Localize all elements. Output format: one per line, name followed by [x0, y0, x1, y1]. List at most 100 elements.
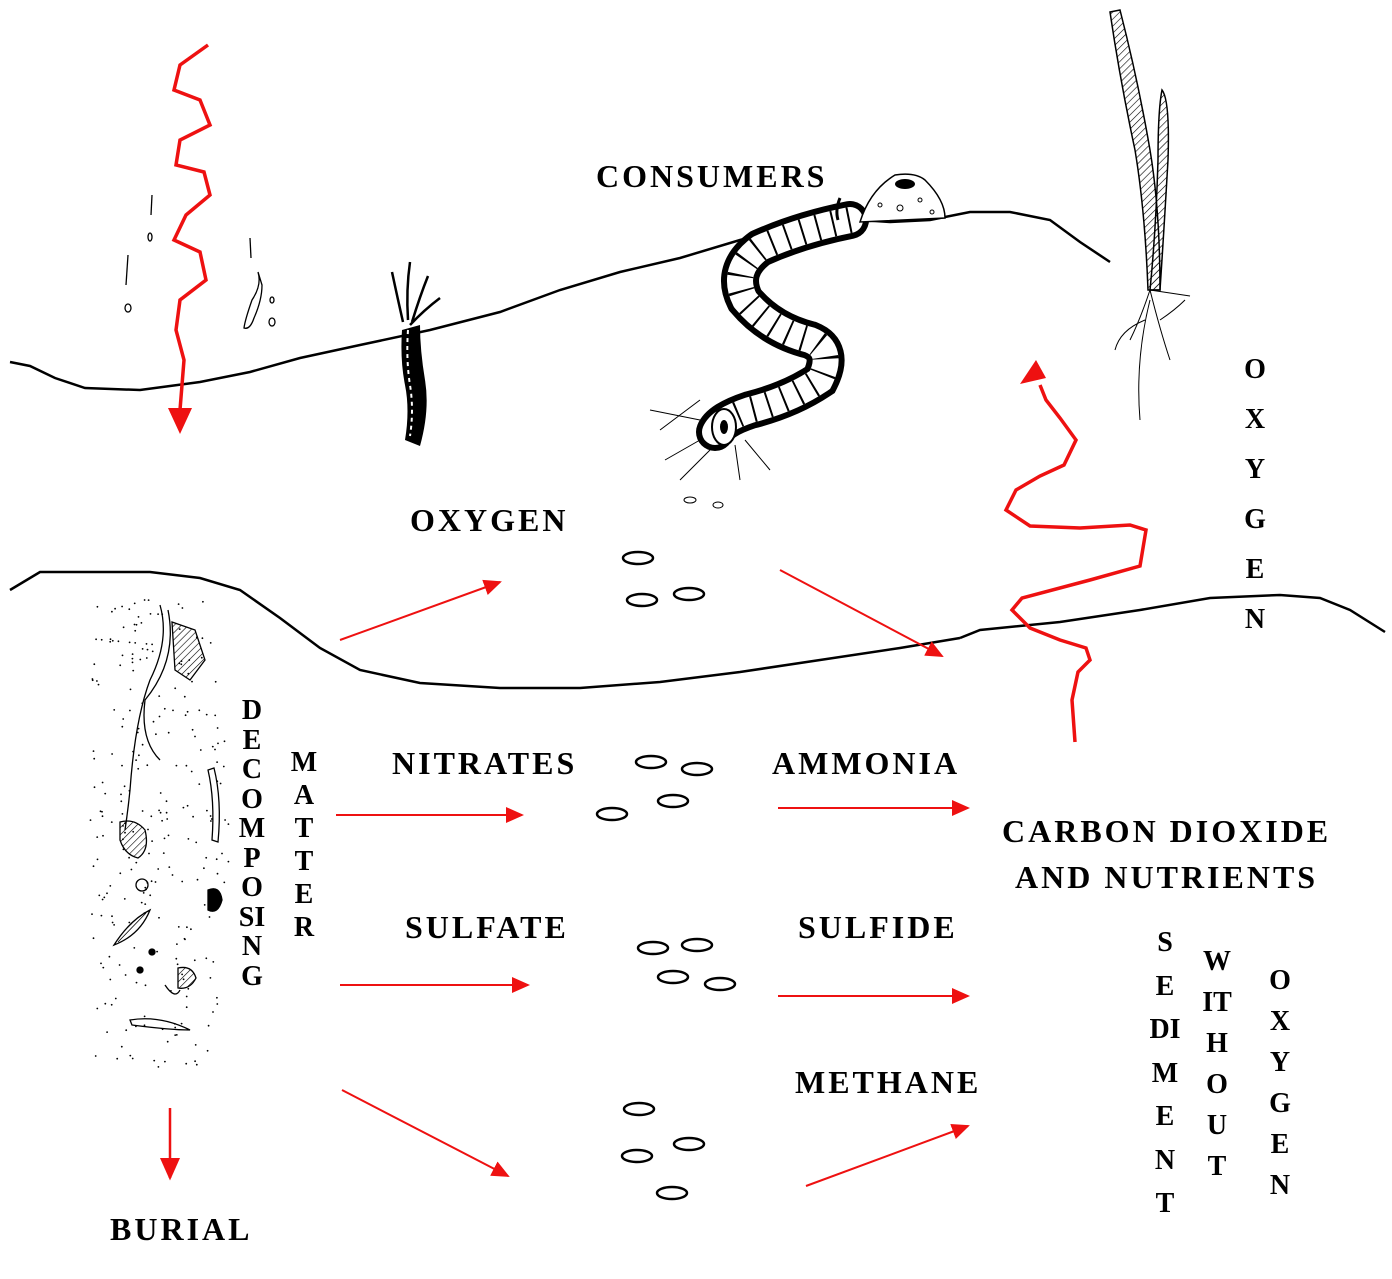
stipple-dot — [144, 903, 146, 905]
stipple-dot — [187, 711, 189, 713]
stipple-dot — [207, 1050, 209, 1052]
stipple-dot — [202, 601, 204, 603]
arrow-oxygen-to-co2 — [780, 570, 942, 656]
stipple-dot — [98, 895, 100, 897]
stipple-dot — [109, 956, 111, 958]
stipple-dot — [195, 1044, 197, 1046]
label-ammonia: AMMONIA — [772, 747, 960, 779]
stipple-dot — [102, 899, 104, 901]
stipple-dot — [143, 892, 145, 894]
stipple-dot — [118, 640, 120, 642]
stipple-dot — [110, 638, 112, 640]
stipple-dot — [103, 897, 105, 899]
stipple-dot — [202, 637, 204, 639]
stipple-dot — [148, 599, 150, 601]
stipple-dot — [164, 838, 166, 840]
stipple-dot — [183, 978, 185, 980]
stipple-dot — [132, 1058, 134, 1060]
stipple-dot — [212, 961, 214, 963]
label-without-vertical: WITHOUT — [1200, 941, 1234, 1187]
stipple-dot — [151, 880, 153, 882]
label-oxygen-vertical: OXYGEN — [1238, 345, 1272, 645]
stipple-dot — [125, 1029, 127, 1031]
stipple-dot — [95, 638, 97, 640]
stipple-dot — [186, 765, 188, 767]
stipple-dot — [120, 800, 122, 802]
stipple-dot — [102, 815, 104, 817]
decomposing-matter-illustration — [114, 605, 222, 1030]
stipple-dot — [174, 1027, 176, 1029]
stipple-dot — [216, 1003, 218, 1005]
stipple-dot — [205, 957, 207, 959]
stipple-dot — [120, 794, 122, 796]
stipple-dot — [179, 662, 181, 664]
stipple-dot — [111, 1004, 113, 1006]
stipple-dot — [116, 1058, 118, 1060]
stipple-dot — [141, 902, 143, 904]
stipple-dot — [174, 1023, 176, 1025]
stipple-dot — [198, 783, 200, 785]
stipple-dot — [90, 819, 92, 821]
stipple-dot — [155, 881, 157, 883]
stipple-dot — [119, 872, 121, 874]
stipple-dot — [192, 816, 194, 818]
stipple-dot — [208, 1025, 210, 1027]
stipple-dot — [176, 765, 178, 767]
oxic-layer-boundary-right — [960, 595, 1385, 638]
stipple-dot — [93, 937, 95, 939]
stipple-dot — [132, 751, 134, 753]
stipple-dot — [128, 922, 130, 924]
stipple-dot — [159, 716, 161, 718]
stipple-dot — [152, 651, 154, 653]
stipple-dot — [113, 924, 115, 926]
stipple-dot — [210, 977, 212, 979]
stipple-dot — [123, 626, 125, 628]
stipple-dot — [136, 624, 138, 626]
stipple-dot — [144, 1016, 146, 1018]
stipple-dot — [146, 764, 148, 766]
stipple-dot — [131, 869, 133, 871]
stipple-dot — [114, 608, 116, 610]
stipple-dot — [121, 726, 123, 728]
stipple-dot — [194, 959, 196, 961]
stipple-dot — [211, 818, 213, 820]
stipple-dot — [113, 709, 115, 711]
stipple-dot — [196, 636, 198, 638]
label-consumers: CONSUMERS — [596, 160, 827, 192]
stipple-dot — [160, 792, 162, 794]
stipple-dot — [175, 958, 177, 960]
label-carbon-dioxide-nutrients: CARBON DIOXIDE AND NUTRIENTS — [1002, 808, 1331, 901]
stipple-dot — [153, 1060, 155, 1062]
stipple-dot — [134, 642, 136, 644]
stipple-dot — [111, 753, 113, 755]
stipple-dot — [161, 820, 163, 822]
stipple-dot — [164, 708, 166, 710]
stipple-dot — [101, 639, 103, 641]
stipple-dot — [125, 974, 127, 976]
stipple-dot — [96, 680, 98, 682]
stipple-dot — [144, 912, 146, 914]
stipple-dot — [186, 996, 188, 998]
stipple-dot — [186, 1006, 188, 1008]
stipple-dot — [129, 642, 131, 644]
arrow-methane — [806, 1126, 968, 1186]
stipple-dot — [132, 658, 134, 660]
stipple-dot — [209, 916, 211, 918]
bubbles-methane — [622, 1103, 704, 1199]
stipple-dot — [135, 862, 137, 864]
stipple-dot — [216, 997, 218, 999]
stipple-dot — [112, 922, 114, 924]
stipple-dot — [134, 624, 136, 626]
stipple-dot — [198, 709, 200, 711]
stipple-dot — [214, 715, 216, 717]
stipple-dot — [181, 974, 183, 976]
stipple-dot — [158, 917, 160, 919]
stipple-dot — [176, 943, 178, 945]
stipple-dot — [163, 852, 165, 854]
seagrass-illustration — [1110, 10, 1190, 420]
stipple-dot — [155, 733, 157, 735]
stipple-dot — [122, 838, 124, 840]
stipple-dot — [123, 849, 125, 851]
stipple-dot — [210, 820, 212, 822]
stipple-dot — [91, 913, 93, 915]
